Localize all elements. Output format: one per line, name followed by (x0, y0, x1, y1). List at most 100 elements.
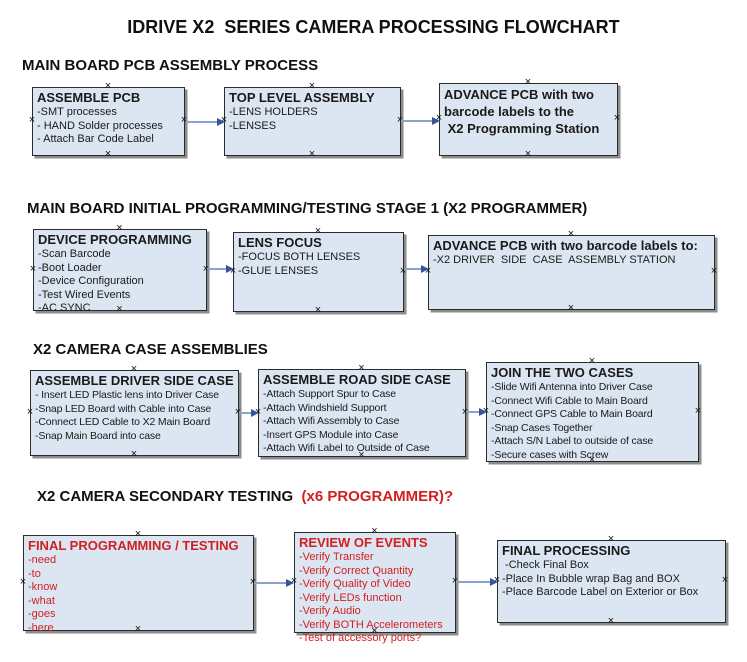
connection-point-icon: × (130, 447, 138, 460)
box-item: -GLUE LENSES (238, 264, 319, 277)
box-item: -SMT processes (37, 106, 117, 118)
arrow-line (207, 268, 228, 270)
box-item: -Place In Bubble wrap Bag and BOX (502, 572, 680, 585)
flow-box-top-level-assembly: TOP LEVEL ASSEMBLY-LENS HOLDERS-LENSES××… (221, 80, 403, 159)
box-item: -Scan Barcode (38, 248, 111, 260)
connector-arrow (466, 407, 487, 417)
arrow-head-icon (251, 409, 259, 417)
connector-arrow (404, 264, 429, 274)
section-heading: X2 CAMERA CASE ASSEMBLIES (33, 341, 268, 358)
box-item: -Snap LED Board with Cable into Case (35, 402, 212, 415)
chart-title: IDRIVE X2 SERIES CAMERA PROCESSING FLOWC… (127, 17, 620, 37)
connection-point-icon: × (567, 301, 575, 314)
box-title: ASSEMBLE PCB (37, 90, 141, 105)
arrow-line (466, 411, 481, 413)
box-item: -Test Wired Events (38, 288, 131, 301)
box-title: TOP LEVEL ASSEMBLY (229, 90, 375, 105)
box-item: - Attach Bar Code Label (37, 133, 154, 145)
connection-point-icon: × (721, 573, 729, 586)
section-heading-text: X2 CAMERA SECONDARY TESTING (37, 488, 298, 505)
box-item: -goes (28, 608, 56, 620)
box-item: -Attach Support Spur to Case (263, 388, 396, 400)
box-item: -Insert GPS Module into Case (263, 428, 399, 441)
connection-point-icon: × (29, 262, 37, 275)
box-item: - Insert LED Plastic lens into Driver Ca… (35, 389, 219, 401)
box-item: -X2 DRIVER SIDE CASE ASSEMBLY STATION (433, 254, 676, 266)
arrow-line (456, 581, 492, 583)
flow-box-device-programming: DEVICE PROGRAMMING-Scan Barcode-Boot Loa… (29, 222, 209, 314)
connector-arrow (456, 577, 498, 587)
connection-point-icon: × (308, 147, 316, 160)
connector-arrow (207, 264, 234, 274)
connector-arrow (254, 578, 294, 588)
box-title: ASSEMBLE DRIVER SIDE CASE (35, 373, 234, 388)
box-item: -LENSES (229, 119, 277, 132)
arrow-head-icon (286, 579, 294, 587)
box-item: -Verify Correct Quantity (299, 564, 414, 577)
section-heading-red-text: (x6 PROGRAMMER)? (297, 488, 454, 505)
section-heading: X2 CAMERA SECONDARY TESTING (x6 PROGRAMM… (37, 488, 453, 505)
section-heading-text: X2 CAMERA CASE ASSEMBLIES (33, 341, 268, 358)
connection-point-icon: × (710, 264, 718, 277)
box-item: -to (28, 567, 41, 580)
section-heading-text: MAIN BOARD INITIAL PROGRAMMING/TESTING S… (27, 200, 588, 217)
box-title: JOIN THE TWO CASES (491, 365, 634, 380)
arrow-head-icon (226, 265, 234, 273)
box-title: REVIEW OF EVENTS (299, 535, 428, 550)
flow-box-assemble-road-side-case: ASSEMBLE ROAD SIDE CASE-Attach Support S… (255, 362, 468, 460)
box-item: -Connect LED Cable to X2 Main Board (35, 416, 211, 428)
flow-box-final-processing: FINAL PROCESSING -Check Final Box-Place … (494, 533, 729, 626)
connection-point-icon: × (694, 404, 702, 417)
box-item: -Boot Loader (38, 261, 102, 274)
box-item: -Place Barcode Label on Exterior or Box (502, 586, 699, 598)
box-item: -AC SYNC (38, 302, 91, 314)
arrow-head-icon (490, 578, 498, 586)
box-item: -need (28, 554, 57, 566)
box-item: -Attach S/N Label to outside of case (491, 435, 654, 447)
arrow-line (401, 120, 434, 122)
connection-point-icon: × (26, 405, 34, 418)
box-title: FINAL PROCESSING (502, 543, 631, 558)
box-item: -Connect GPS Cable to Main Board (491, 408, 653, 420)
box-item: -FOCUS BOTH LENSES (238, 251, 361, 263)
arrow-line (186, 121, 219, 123)
box-item: -know (28, 581, 58, 593)
box-item: -Verify Audio (299, 605, 361, 617)
connection-point-icon: × (19, 575, 27, 588)
connection-point-icon: × (613, 111, 621, 124)
connector-arrow (239, 408, 259, 418)
flow-box-final-programming-testing: FINAL PROGRAMMING / TESTING-need-to-know… (19, 528, 256, 634)
connection-point-icon: × (314, 303, 322, 316)
box-item: -Verify BOTH Accelerometers (299, 618, 443, 631)
connection-point-icon: × (607, 614, 615, 627)
box-item: -here (28, 621, 54, 634)
box-item: -Device Configuration (38, 275, 144, 287)
box-item: - HAND Solder processes (37, 119, 163, 132)
box-title-line: ADVANCE PCB with two (444, 87, 594, 102)
box-title-line: X2 Programming Station (444, 121, 600, 136)
box-item: -what (28, 594, 55, 607)
arrow-line (404, 268, 423, 270)
connector-arrow (186, 117, 225, 127)
box-item: -Check Final Box (502, 559, 589, 571)
box-item: -Attach Windshield Support (263, 401, 387, 414)
flow-box-review-of-events: REVIEW OF EVENTS-Verify Transfer-Verify … (291, 525, 458, 644)
box-title-line: barcode labels to the (444, 104, 575, 119)
box-title: ADVANCE PCB with two barcode labels to: (433, 238, 698, 253)
connection-point-icon: × (524, 147, 532, 160)
flow-box-assemble-driver-side-case: ASSEMBLE DRIVER SIDE CASE- Insert LED Pl… (26, 363, 241, 459)
box-item: -Verify Transfer (299, 551, 374, 563)
arrow-line (254, 582, 288, 584)
box-item: -LENS HOLDERS (229, 106, 318, 118)
flow-box-advance-pcb-to-driver-side-station: ADVANCE PCB with two barcode labels to:-… (425, 228, 718, 313)
arrow-head-icon (432, 117, 440, 125)
box-item: -Secure cases with Screw (491, 448, 609, 461)
arrow-line (239, 412, 253, 414)
box-item: -Connect Wifi Cable to Main Board (491, 394, 648, 407)
box-item: -Verify LEDs function (299, 591, 402, 604)
box-title: FINAL PROGRAMMING / TESTING (28, 538, 239, 553)
box-title: DEVICE PROGRAMMING (38, 232, 192, 247)
connector-arrow (401, 116, 440, 126)
arrow-head-icon (421, 265, 429, 273)
